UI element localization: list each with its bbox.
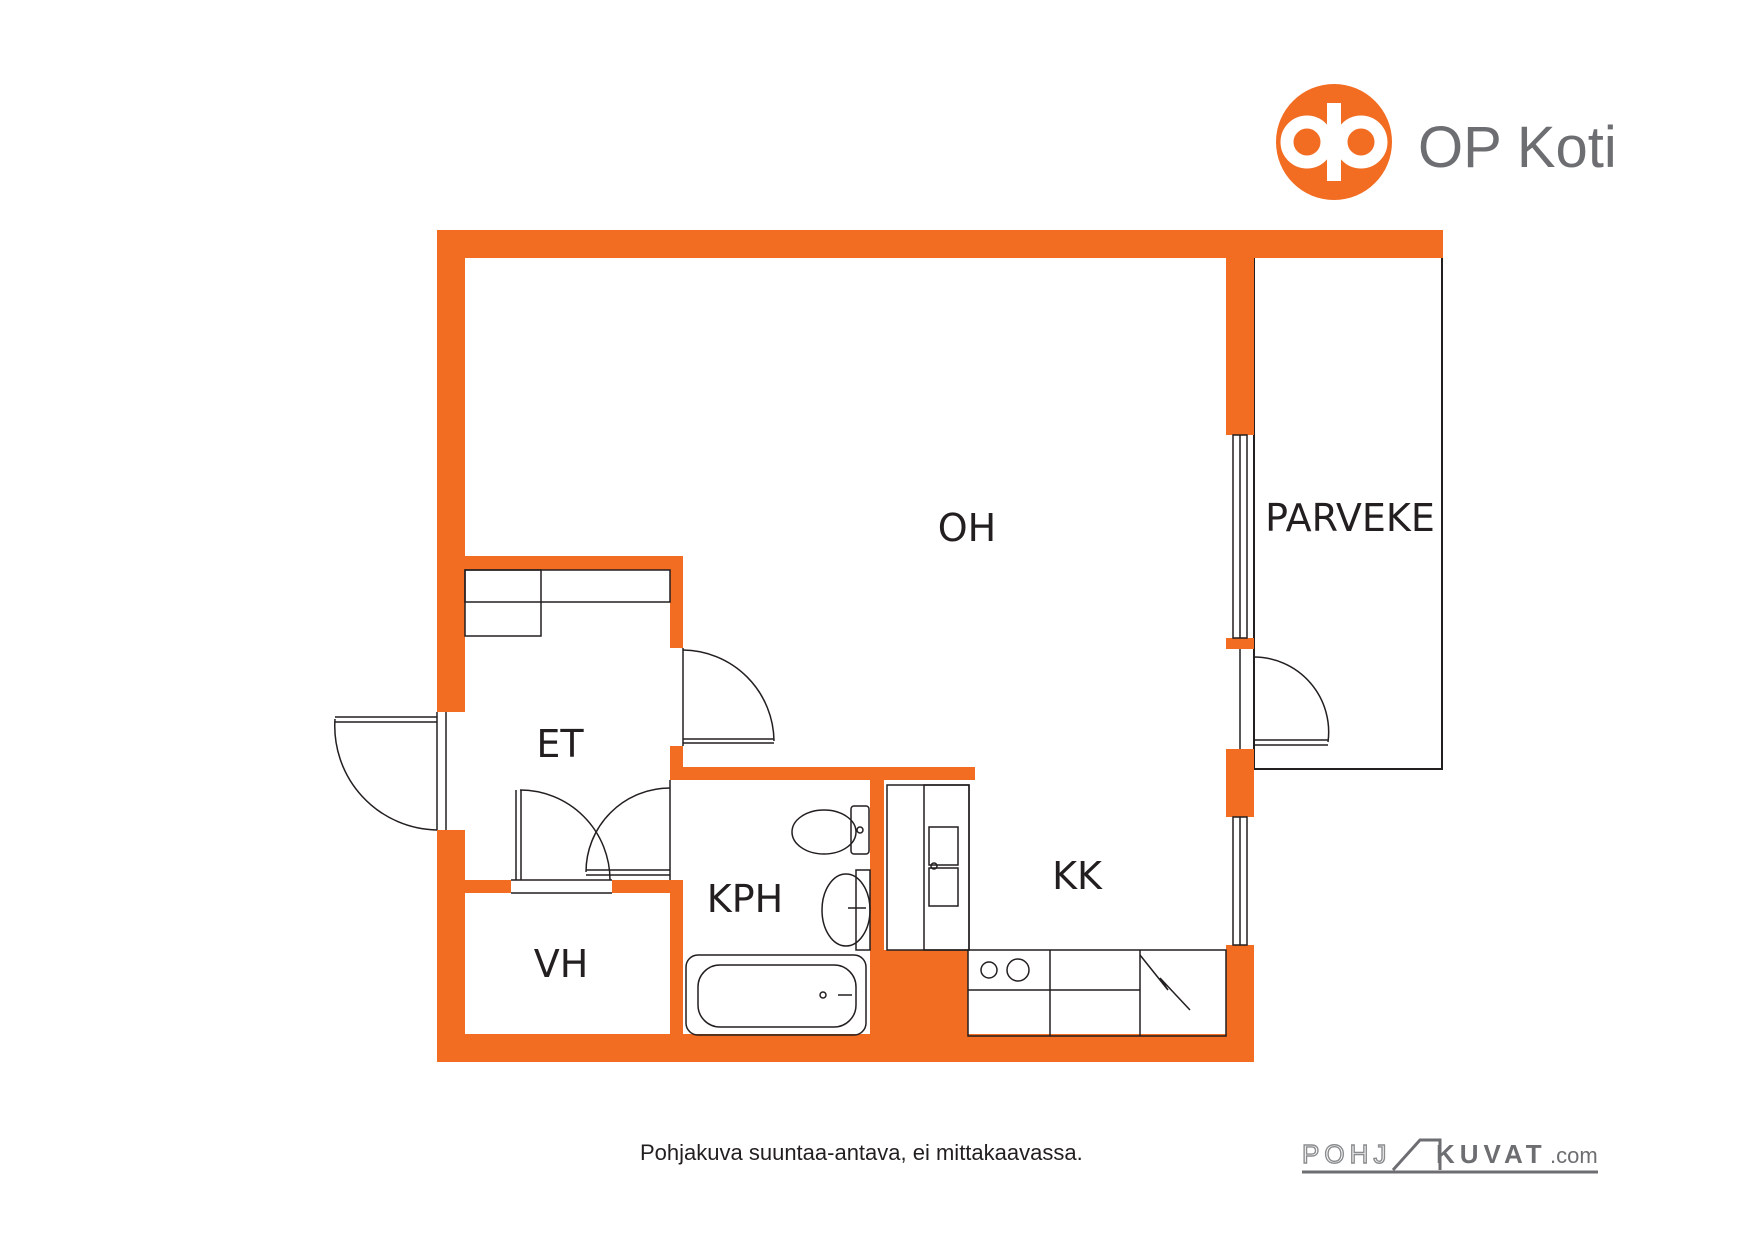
op-logo-icon [1276, 84, 1392, 200]
pohjakuvat-logo: POHJ KUVAT .com [1301, 1138, 1598, 1174]
walls [437, 230, 1443, 1062]
room-label-vh: VH [534, 942, 589, 986]
credit-part2: KUVAT [1436, 1139, 1547, 1169]
room-label-kk: KK [1052, 854, 1103, 898]
room-label-kph: KPH [707, 877, 783, 921]
fixtures [334, 434, 1330, 1037]
room-label-oh: OH [938, 506, 996, 550]
credit-part1: POHJ [1302, 1139, 1391, 1169]
room-label-et: ET [536, 722, 584, 766]
brand-name: OP Koti [1418, 115, 1617, 180]
credit-part3: .com [1550, 1143, 1598, 1168]
room-label-parveke: PARVEKE [1265, 496, 1435, 540]
disclaimer-note: Pohjakuva suuntaa-antava, ei mittakaavas… [640, 1140, 1083, 1165]
